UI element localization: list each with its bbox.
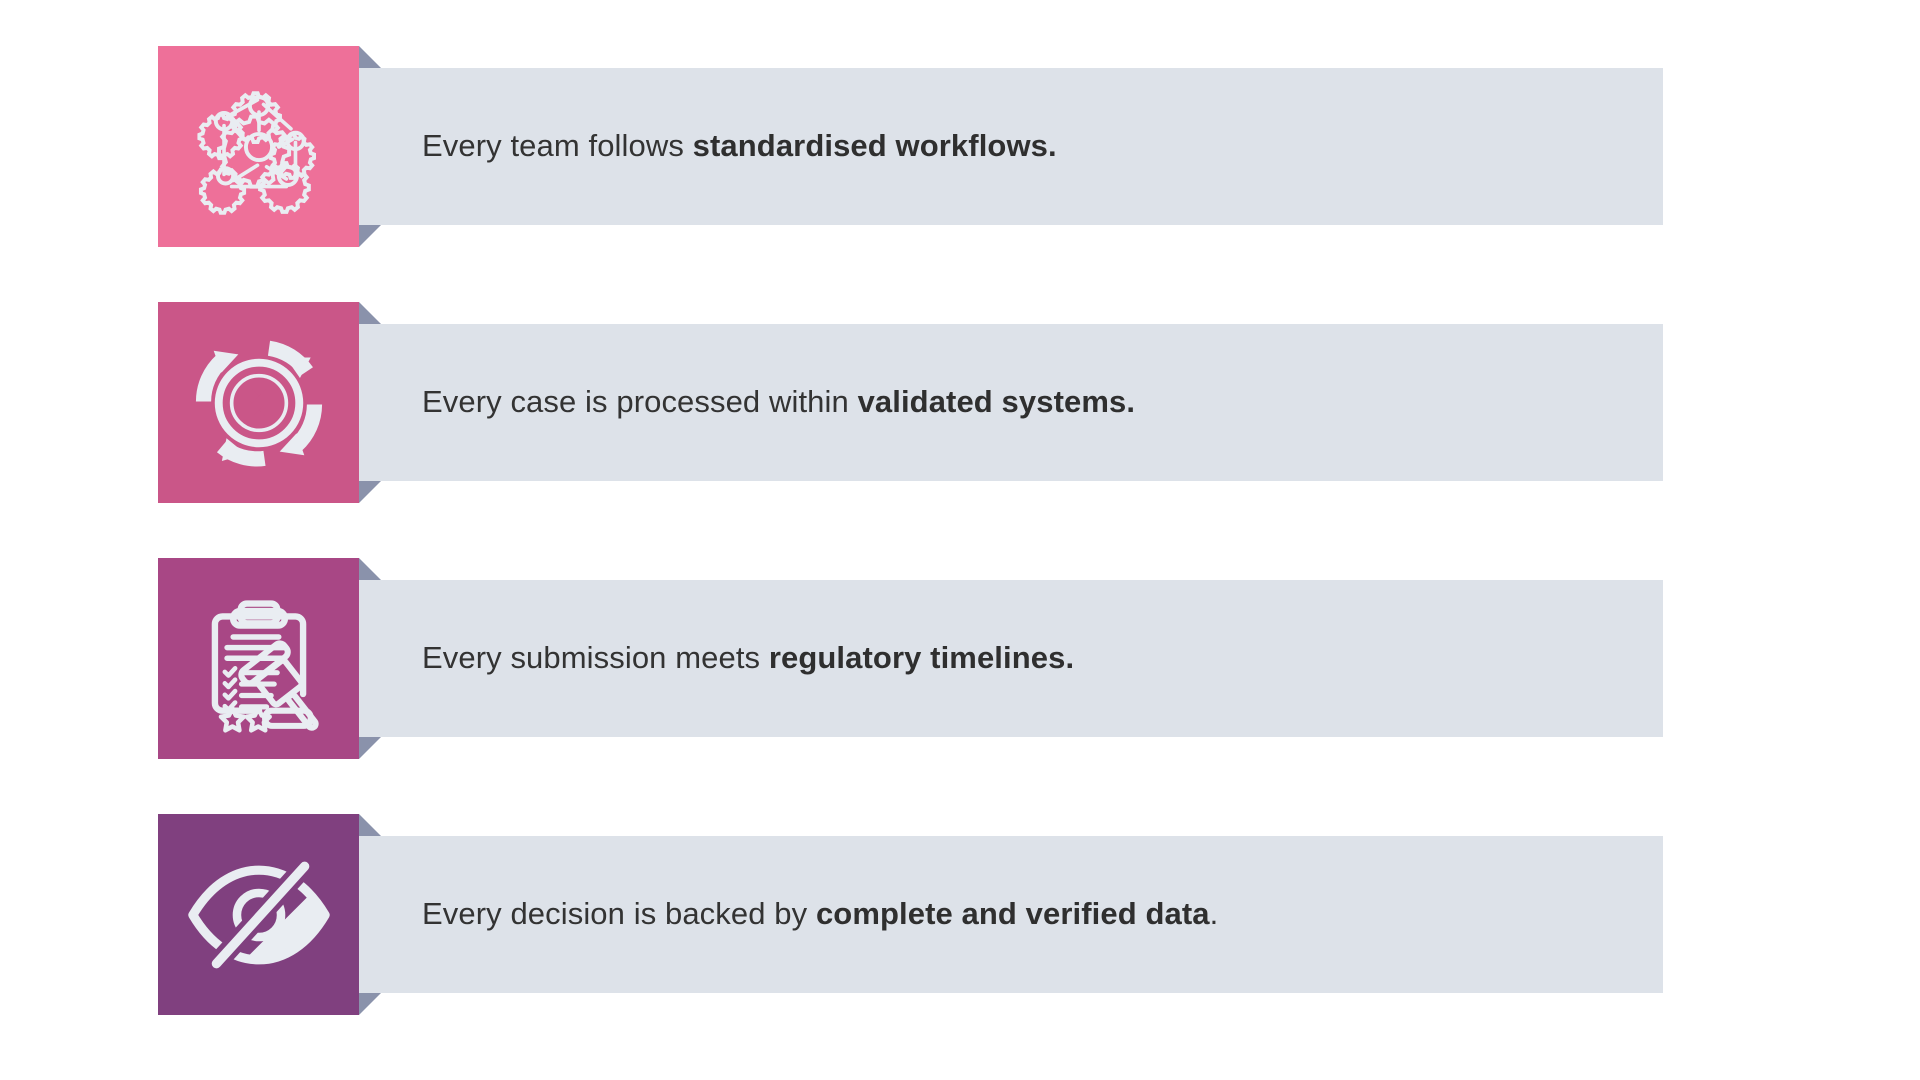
gear-network-icon — [196, 90, 316, 215]
eye-off-icon — [187, 855, 330, 974]
ribbon-fold-bottom-1 — [359, 225, 381, 247]
ribbon-fold-bottom-2 — [359, 481, 381, 503]
statement-text-4: Every decision is backed by complete and… — [359, 895, 1258, 934]
ribbon-fold-top-2 — [359, 302, 381, 324]
ribbon-fold-top-1 — [359, 46, 381, 68]
ribbon-fold-bottom-4 — [359, 993, 381, 1015]
statement-text-2: Every case is processed within validated… — [359, 383, 1175, 422]
ribbon-row-2: Every case is processed within validated… — [158, 302, 1663, 503]
statement-text-4-suffix: . — [1209, 896, 1219, 932]
statement-text-4-bold: complete and verified data — [815, 896, 1210, 932]
statement-text-2-bold: validated systems. — [857, 384, 1136, 420]
ribbon-fold-top-4 — [359, 814, 381, 836]
statement-bar-4: Every decision is backed by complete and… — [359, 836, 1663, 993]
statement-text-1: Every team follows standardised workflow… — [359, 127, 1097, 166]
icon-tile-4 — [158, 814, 359, 1015]
statement-text-3-plain: Every submission meets — [422, 640, 769, 676]
statement-bar-3: Every submission meets regulatory timeli… — [359, 580, 1663, 737]
ribbon-row-3: Every submission meets regulatory timeli… — [158, 558, 1663, 759]
ribbon-row-1: Every team follows standardised workflow… — [158, 46, 1663, 247]
statement-bar-1: Every team follows standardised workflow… — [359, 68, 1663, 225]
statement-text-3-bold: regulatory timelines. — [768, 640, 1075, 676]
clipboard-gavel-icon — [211, 599, 319, 733]
ribbon-fold-bottom-3 — [359, 737, 381, 759]
statement-text-3: Every submission meets regulatory timeli… — [359, 639, 1114, 678]
statement-text-1-bold: standardised workflows. — [692, 128, 1057, 164]
icon-tile-3 — [158, 558, 359, 759]
statement-bar-2: Every case is processed within validated… — [359, 324, 1663, 481]
statement-text-4-plain: Every decision is backed by — [422, 896, 816, 932]
icon-tile-1 — [158, 46, 359, 247]
ribbon-fold-top-3 — [359, 558, 381, 580]
rotating-arrows-error-icon — [195, 340, 322, 466]
ribbon-row-4: Every decision is backed by complete and… — [158, 814, 1663, 1015]
statement-text-1-plain: Every team follows — [422, 128, 693, 164]
icon-tile-2 — [158, 302, 359, 503]
statement-text-2-plain: Every case is processed within — [422, 384, 858, 420]
